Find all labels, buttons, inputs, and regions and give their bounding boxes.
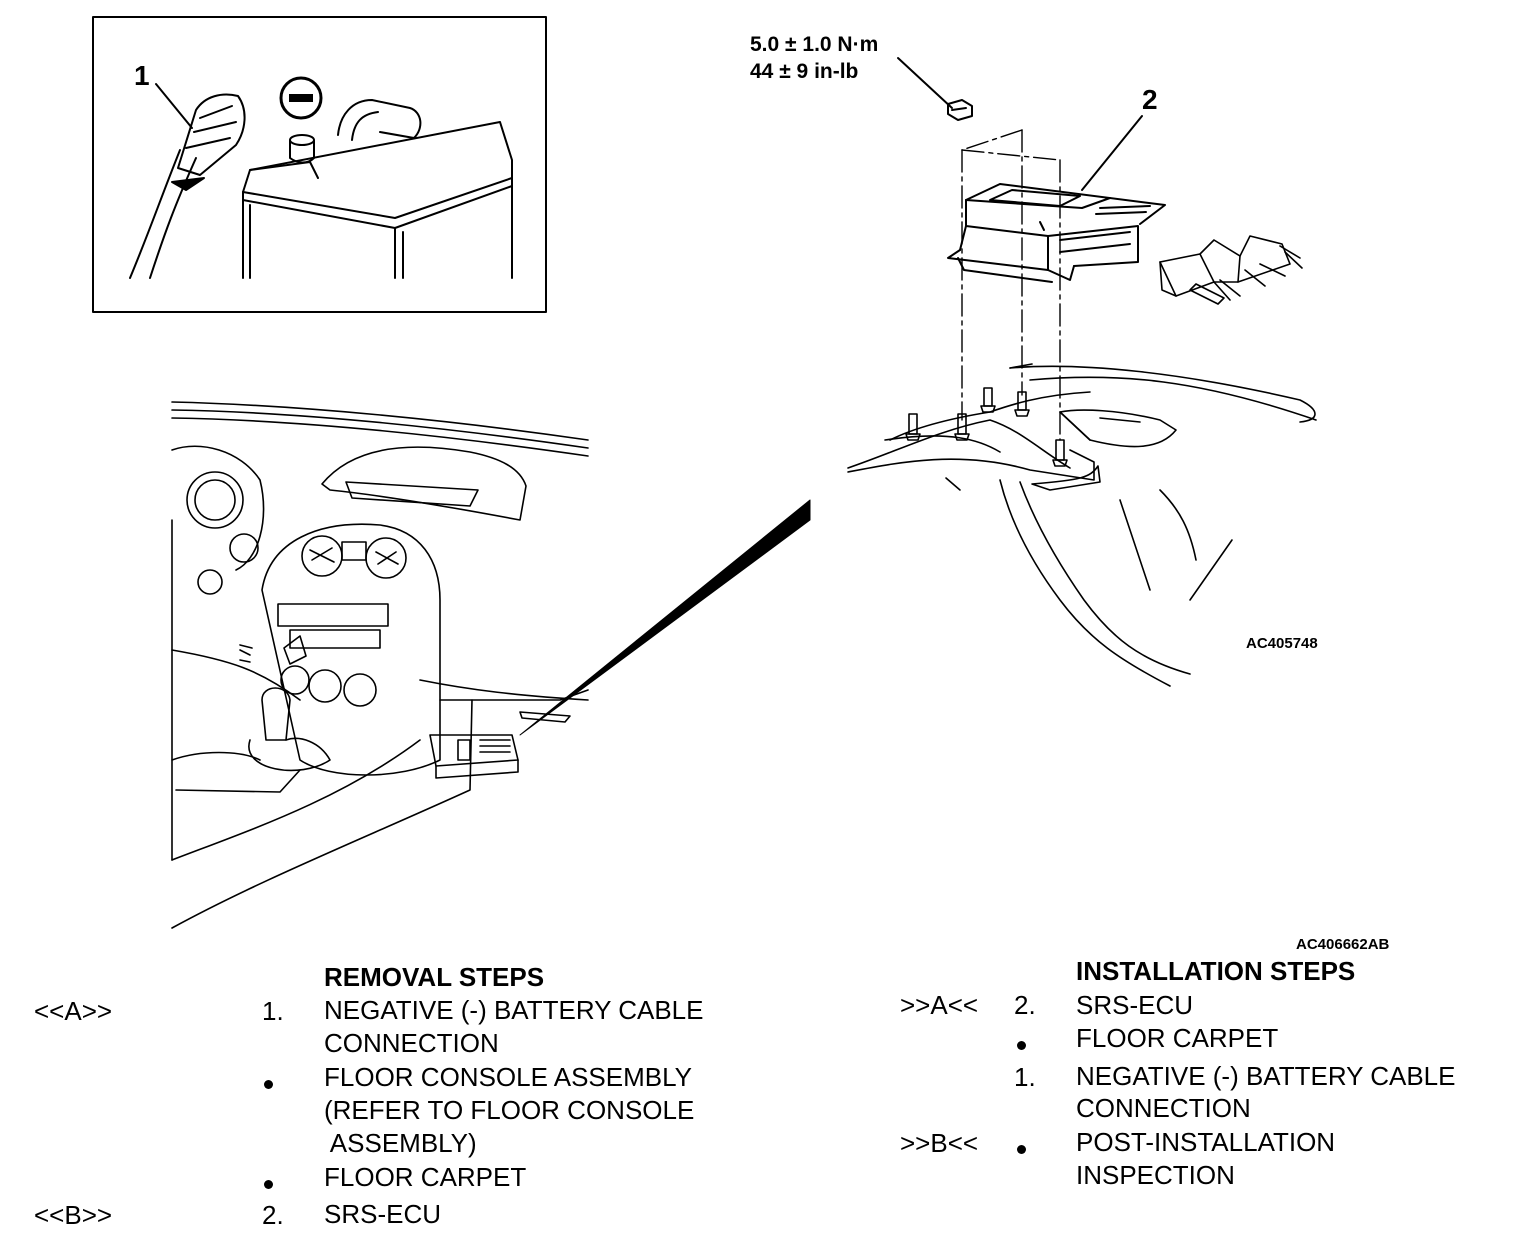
detail-pointer-wedge — [519, 499, 811, 736]
installation-step-1-marker: >>A<< — [900, 990, 979, 1020]
harness-connectors — [1159, 235, 1303, 305]
nut-icon — [947, 99, 973, 121]
removal-step-1-marker: <<A>> — [34, 996, 113, 1026]
installation-step-2-line-1: FLOOR CARPET — [1076, 1023, 1279, 1053]
callout-label-1: 1 — [134, 60, 150, 91]
battery-body — [242, 99, 513, 279]
srs-ecu-unit — [947, 183, 1166, 283]
removal-step-3-bullet — [264, 1180, 273, 1189]
callout-2-leader — [1081, 115, 1143, 191]
installation-guide-lines — [961, 129, 1061, 441]
installation-steps-title: INSTALLATION STEPS — [1076, 956, 1356, 986]
installation-step-3-line-1: NEGATIVE (-) BATTERY CABLE — [1076, 1061, 1456, 1091]
removal-step-2-line-2: (REFER TO FLOOR CONSOLE — [324, 1095, 695, 1125]
removal-step-2-line-1: FLOOR CONSOLE ASSEMBLY — [324, 1062, 692, 1092]
removal-steps-title: REMOVAL STEPS — [324, 962, 545, 992]
callout-label-2: 2 — [1142, 84, 1158, 115]
mounting-studs — [905, 387, 1068, 467]
floor-panel — [847, 363, 1317, 687]
vehicle-interior-dashboard — [171, 401, 589, 929]
figure-code-label: AC406662AB — [1296, 936, 1390, 953]
installation-step-1-number: 2. — [1014, 990, 1036, 1020]
torque-nm-label: 5.0 ± 1.0 N·m — [750, 33, 879, 56]
removal-step-2-bullet — [264, 1080, 273, 1089]
removal-step-1-line-1: NEGATIVE (-) BATTERY CABLE — [324, 995, 704, 1025]
installation-step-4-bullet — [1017, 1145, 1026, 1154]
detail-code-label: AC405748 — [1246, 635, 1318, 652]
removal-step-4-line-1: SRS-ECU — [324, 1199, 442, 1229]
installation-step-4-marker: >>B<< — [900, 1128, 979, 1158]
installation-step-4-line-2: INSPECTION — [1076, 1160, 1235, 1190]
torque-leader — [897, 57, 953, 109]
removal-step-4-marker: <<B>> — [34, 1200, 113, 1230]
installation-step-4-line-1: POST-INSTALLATION — [1076, 1127, 1336, 1157]
installation-step-2-bullet — [1017, 1041, 1026, 1050]
battery-cable — [129, 93, 246, 279]
removal-step-3-line-1: FLOOR CARPET — [324, 1162, 527, 1192]
removal-step-4-number: 2. — [262, 1200, 284, 1230]
installation-step-1-line-1: SRS-ECU — [1076, 990, 1194, 1020]
callout-1-leader — [155, 83, 193, 129]
battery-inset-frame — [92, 16, 547, 313]
installation-step-3-number: 1. — [1014, 1062, 1036, 1092]
removal-step-1-number: 1. — [262, 996, 284, 1026]
removal-step-1-line-2: CONNECTION — [324, 1028, 499, 1058]
negative-terminal-icon — [279, 76, 323, 120]
installation-step-3-line-2: CONNECTION — [1076, 1093, 1251, 1123]
removal-step-2-line-3: ASSEMBLY) — [324, 1128, 477, 1158]
torque-inlb-label: 44 ± 9 in-lb — [750, 60, 859, 83]
